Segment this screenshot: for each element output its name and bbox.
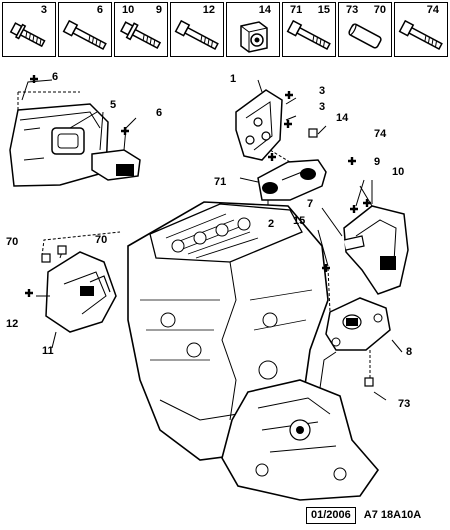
cell-ref: 14 — [258, 4, 271, 16]
bolt-washer-icon — [119, 21, 162, 50]
callout-3: 3 — [319, 101, 326, 113]
cell-ref-right: 15 — [317, 4, 330, 16]
callout-14: 14 — [336, 112, 349, 124]
cell-ref: 6 — [96, 4, 103, 16]
bolt-long-icon — [398, 19, 443, 50]
engine-mount-part-2[interactable] — [257, 159, 327, 201]
bolt-long-icon — [286, 19, 331, 50]
gearbox-mount-part-11[interactable] — [45, 251, 117, 333]
cell-ref-left: 10 — [122, 4, 135, 16]
cell-ref-right: 9 — [155, 4, 162, 16]
engine-mount-exploded-view — [9, 73, 409, 501]
cage-nut-icon — [240, 21, 268, 53]
gearbox-mount-part-8[interactable] — [325, 297, 391, 351]
cell-ref: 74 — [426, 4, 439, 16]
callout-10: 10 — [392, 166, 405, 178]
spacer-sleeve-icon — [348, 23, 382, 49]
bolt-flange-icon — [9, 22, 46, 48]
bolt-long-icon — [62, 19, 107, 50]
callout-2: 2 — [268, 218, 275, 230]
cell-ref: 3 — [40, 4, 47, 16]
callout-12: 12 — [6, 318, 19, 330]
fastener-cell-10-9[interactable]: 10 9 — [114, 2, 168, 57]
fastener-cell-6[interactable]: 6 — [58, 2, 112, 57]
callout-8: 8 — [406, 346, 413, 358]
cell-ref-right: 70 — [373, 4, 386, 16]
fastener-cell-14[interactable]: 14 — [226, 2, 280, 57]
callout-6: 6 — [52, 71, 59, 83]
callout-73: 73 — [398, 398, 411, 410]
callout-74: 74 — [374, 128, 387, 140]
cell-ref: 12 — [202, 4, 215, 16]
fastener-cell-12[interactable]: 12 — [170, 2, 224, 57]
cell-ref-left: 71 — [290, 4, 303, 16]
fastener-cell-71-15[interactable]: 71 15 — [282, 2, 336, 57]
engine-bracket-part-1[interactable] — [235, 89, 283, 161]
fastener-cell-73-70[interactable]: 73 70 — [338, 2, 392, 57]
callout-3: 3 — [319, 85, 326, 97]
drawing-reference: 01/2006 A7 18A10A — [306, 506, 421, 524]
callout-70: 70 — [95, 234, 108, 246]
engine-cover-part-5[interactable] — [9, 91, 109, 187]
callout-5: 5 — [110, 99, 117, 111]
callout-70: 70 — [6, 236, 19, 248]
fastener-cell-74[interactable]: 74 — [394, 2, 448, 57]
callout-1: 1 — [230, 73, 237, 85]
drawing-code: A7 18A10A — [363, 509, 422, 521]
callout-71: 71 — [214, 176, 227, 188]
fastener-cell-3[interactable]: 3 — [2, 2, 56, 57]
bracket-part-5[interactable] — [91, 149, 141, 181]
callout-7: 7 — [307, 198, 314, 210]
callout-11: 11 — [42, 345, 54, 357]
edition-date: 01/2006 — [306, 506, 356, 524]
cell-ref-left: 73 — [346, 4, 359, 16]
callout-6: 6 — [156, 107, 163, 119]
callout-15: 15 — [293, 215, 306, 227]
gearbox — [221, 351, 380, 501]
gearbox-bracket-part-7[interactable] — [343, 205, 409, 295]
fastener-strip: 3 6 10 9 — [2, 2, 448, 58]
bolt-long-icon — [174, 19, 219, 50]
callout-9: 9 — [374, 156, 381, 168]
